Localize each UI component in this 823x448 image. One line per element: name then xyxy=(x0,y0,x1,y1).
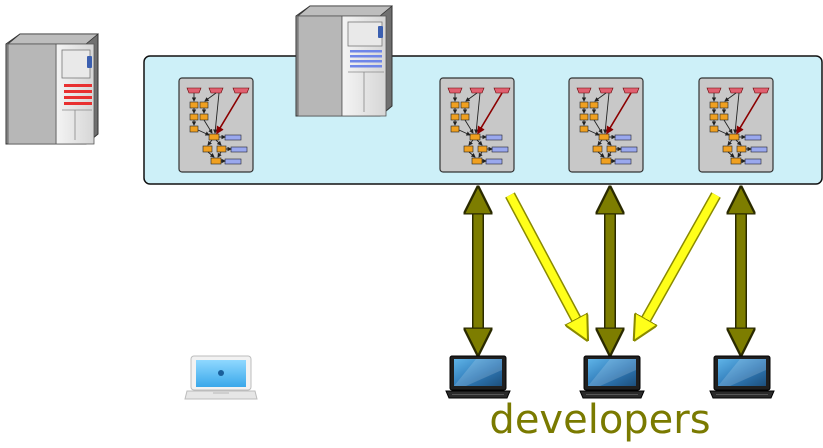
black-laptop-icon[interactable] xyxy=(709,355,775,399)
server-red-stripes xyxy=(64,84,92,105)
workflow-graph-icon[interactable] xyxy=(699,78,773,172)
black-laptop-icon[interactable] xyxy=(445,355,511,399)
tower-server-icon xyxy=(295,5,394,117)
workflow-graph-icon[interactable] xyxy=(179,78,253,172)
black-laptop-icon[interactable] xyxy=(579,355,645,399)
workflow-graph-icon[interactable] xyxy=(440,78,514,172)
developers-caption: developers xyxy=(489,397,711,443)
tower-server-icon xyxy=(5,33,100,145)
workflow-graph-icon[interactable] xyxy=(569,78,643,172)
white-laptop-icon[interactable] xyxy=(184,355,258,400)
server-blue-stripes xyxy=(350,50,382,68)
